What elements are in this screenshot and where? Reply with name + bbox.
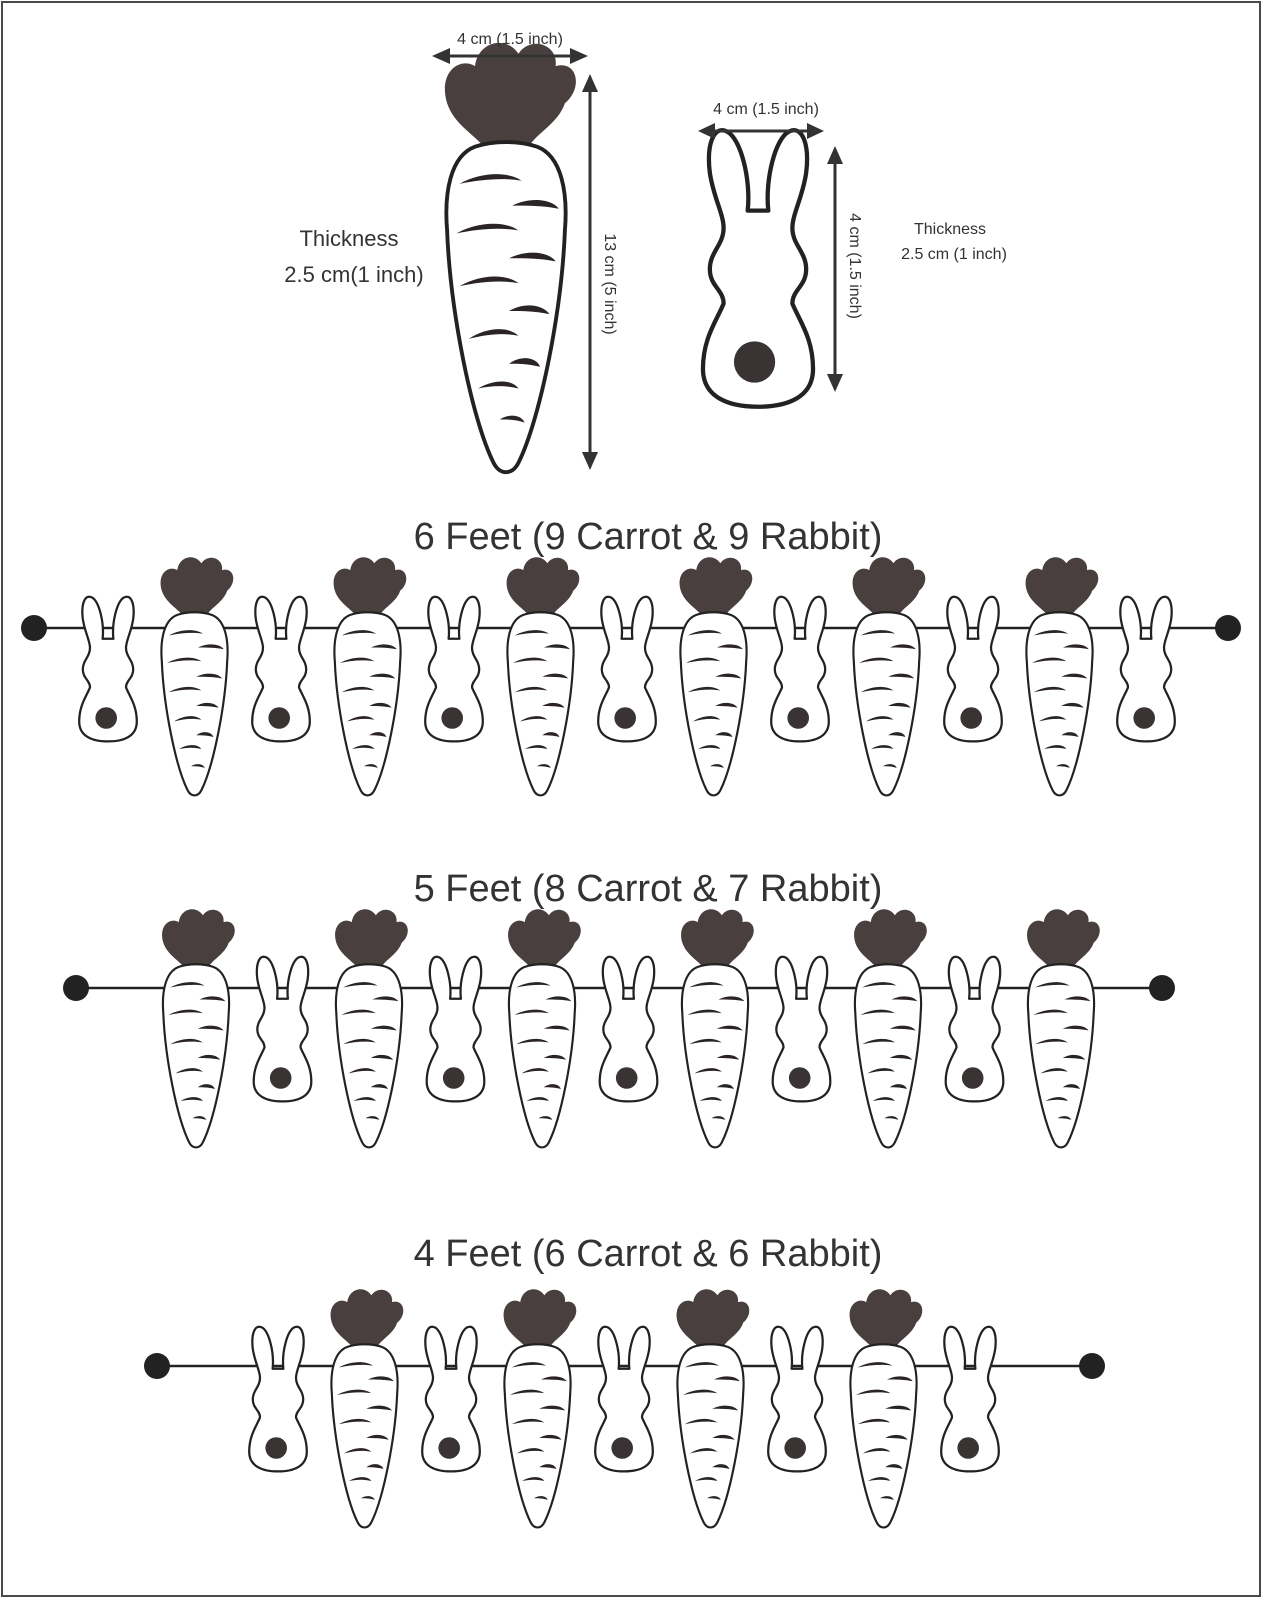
carrot-spec: 4 cm (1.5 inch) 13 cm (5 inch) Thickness… — [284, 31, 618, 475]
rabbit-width-label: 4 cm (1.5 inch) — [713, 101, 819, 118]
rabbit-ornament — [597, 595, 657, 743]
rabbit-ornament — [421, 1325, 481, 1473]
rabbit-ornament — [594, 1325, 654, 1473]
rabbit-width-arrow — [698, 123, 824, 139]
rabbit-ornament — [944, 955, 1005, 1103]
carrot-thickness-title: Thickness — [299, 226, 398, 251]
string-end-left — [21, 615, 47, 641]
carrot-ornament — [675, 1288, 751, 1529]
carrot-ornament — [1026, 908, 1101, 1149]
carrot-ornament — [502, 1288, 578, 1529]
carrot-thickness-value: 2.5 cm(1 inch) — [284, 262, 423, 287]
rabbit-ornament — [248, 1325, 308, 1473]
rabbit-spec: 4 cm (1.5 inch) 4 cm (1.5 inch) Thicknes… — [698, 101, 1007, 407]
carrot-height-label: 13 cm (5 inch) — [601, 233, 618, 334]
carrot-height-arrow — [582, 74, 598, 470]
carrot-ornament — [332, 556, 408, 797]
rabbit-ornament — [252, 955, 313, 1103]
carrot-ornament — [161, 908, 236, 1149]
rabbit-thickness-value: 2.5 cm (1 inch) — [901, 246, 1007, 263]
garland-4-feet: 4 Feet (6 Carrot & 6 Rabbit) — [144, 1233, 1105, 1529]
garland-title: 6 Feet (9 Carrot & 9 Rabbit) — [414, 516, 883, 558]
rabbit-ornament — [424, 595, 484, 743]
rabbit-ornament — [251, 595, 311, 743]
string-end-left — [63, 975, 89, 1001]
carrot-ornament — [680, 908, 755, 1149]
rabbit-height-label: 4 cm (1.5 inch) — [846, 213, 863, 319]
garland-row — [144, 1288, 1105, 1529]
rabbit-ornament — [1116, 595, 1176, 743]
garland-title: 5 Feet (8 Carrot & 7 Rabbit) — [414, 868, 883, 910]
carrot-ornament — [1024, 556, 1100, 797]
carrot-ornament — [329, 1288, 405, 1529]
garland-6-feet: 6 Feet (9 Carrot & 9 Rabbit) — [21, 516, 1241, 797]
carrot-ornament — [678, 556, 754, 797]
rabbit-ornament — [598, 955, 659, 1103]
garland-title: 4 Feet (6 Carrot & 6 Rabbit) — [414, 1233, 883, 1275]
rabbit-ornament — [943, 595, 1003, 743]
garland-row — [63, 908, 1175, 1149]
carrot-ornament — [159, 556, 235, 797]
rabbit-ornament — [770, 595, 830, 743]
rabbit-ornament — [940, 1325, 1000, 1473]
string-end-right — [1079, 1353, 1105, 1379]
carrot-ornament — [507, 908, 582, 1149]
carrot-width-label: 4 cm (1.5 inch) — [457, 31, 563, 48]
carrot-ornament — [853, 908, 928, 1149]
rabbit-ornament — [425, 955, 486, 1103]
string-end-left — [144, 1353, 170, 1379]
garland-row — [21, 556, 1241, 797]
carrot-ornament — [334, 908, 409, 1149]
rabbit-ornament — [78, 595, 138, 743]
garland-5-feet: 5 Feet (8 Carrot & 7 Rabbit) — [63, 868, 1175, 1149]
carrot-illustration — [442, 40, 578, 475]
carrot-ornament — [851, 556, 927, 797]
rabbit-ornament — [767, 1325, 827, 1473]
rabbit-thickness-title: Thickness — [914, 221, 986, 238]
rabbit-illustration — [703, 130, 813, 407]
string-end-right — [1215, 615, 1241, 641]
carrot-ornament — [505, 556, 581, 797]
string-end-right — [1149, 975, 1175, 1001]
rabbit-ornament — [771, 955, 832, 1103]
rabbit-height-arrow — [827, 146, 843, 392]
carrot-width-arrow — [432, 48, 588, 64]
carrot-ornament — [848, 1288, 924, 1529]
